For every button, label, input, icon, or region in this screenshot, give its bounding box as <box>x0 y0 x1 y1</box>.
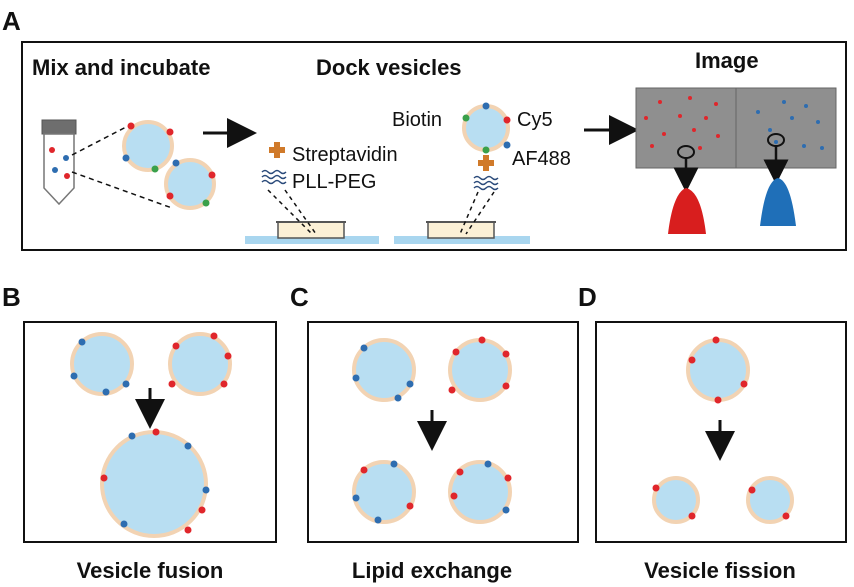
pll-peg-icon <box>261 169 287 185</box>
vesicle-b1 <box>70 332 134 396</box>
mix-vesicle-2 <box>164 158 216 210</box>
image-panel-cy5 <box>635 87 737 169</box>
dish-icon <box>276 221 346 239</box>
panel-c-frame <box>307 321 579 543</box>
vesicle-c1 <box>352 338 416 402</box>
label-pll-peg: PLL-PEG <box>292 171 376 193</box>
vesicle-d2 <box>652 476 700 524</box>
panel-c-letter: C <box>290 282 309 312</box>
docked-pll-peg-icon <box>473 175 499 191</box>
step-image-heading: Image <box>695 48 759 73</box>
surface-1 <box>245 236 379 244</box>
vesicle-d3 <box>746 476 794 524</box>
label-streptavidin: Streptavidin <box>292 144 398 166</box>
panel-d-frame <box>595 321 847 543</box>
image-panel-af488 <box>735 87 837 169</box>
zoom-lines <box>71 125 173 209</box>
vesicle-b-fused <box>100 428 210 538</box>
dish-zoom-lines-1 <box>267 189 317 235</box>
panel-a-frame <box>21 41 847 251</box>
panel-a-letter: A <box>2 6 21 36</box>
caption-d: Vesicle fission <box>644 558 796 583</box>
vesicle-b2 <box>168 332 232 396</box>
caption-b: Vesicle fusion <box>77 558 224 583</box>
label-af488: AF488 <box>512 148 571 170</box>
blue-intensity-peak <box>760 178 796 226</box>
vesicle-d1 <box>686 336 750 404</box>
panel-b-frame <box>23 321 277 543</box>
docked-streptavidin-icon <box>478 155 494 171</box>
dish-zoom-lines-2 <box>459 191 495 235</box>
panel-d-letter: D <box>578 282 597 312</box>
mix-vesicle-1 <box>122 120 174 173</box>
vesicle-c3 <box>352 460 416 524</box>
label-cy5: Cy5 <box>517 109 553 131</box>
vesicle-c2 <box>448 336 512 402</box>
step-mix-heading: Mix and incubate <box>32 55 210 80</box>
label-biotin: Biotin <box>392 109 442 131</box>
panel-b-letter: B <box>2 282 21 312</box>
step-dock-heading: Dock vesicles <box>316 55 462 80</box>
docked-vesicle <box>462 102 511 154</box>
vesicle-c4 <box>448 460 512 524</box>
red-intensity-peak <box>668 188 706 234</box>
tube-icon <box>41 119 77 206</box>
caption-c: Lipid exchange <box>352 558 512 583</box>
surface-2 <box>394 236 530 244</box>
streptavidin-icon <box>269 142 285 158</box>
